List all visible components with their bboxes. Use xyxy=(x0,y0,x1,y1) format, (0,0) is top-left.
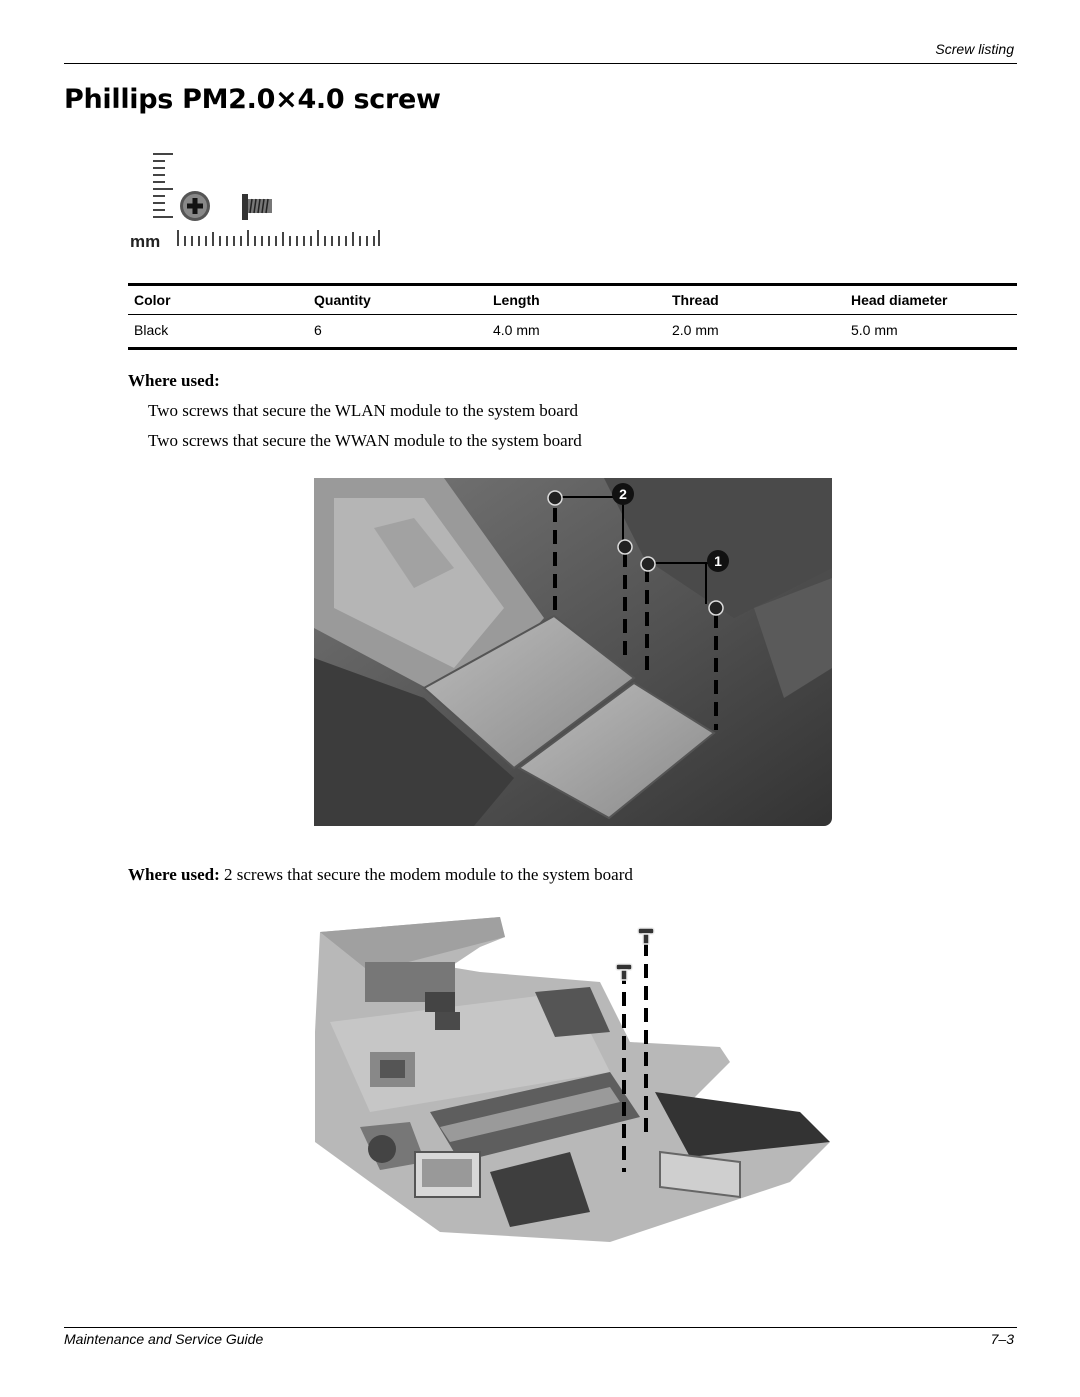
mm-unit-label: mm xyxy=(130,232,160,251)
table-cell: 2.0 mm xyxy=(672,322,719,338)
page-title: Phillips PM2.0×4.0 screw xyxy=(64,84,441,115)
footer-title: Maintenance and Service Guide xyxy=(64,1331,264,1347)
footer-rule xyxy=(64,1327,1017,1328)
where-used-item: Two screws that secure the WWAN module t… xyxy=(148,431,582,450)
where-used-label: Where used: xyxy=(128,371,220,390)
modem-where-used-label: Where used: xyxy=(128,865,220,884)
table-cell: 5.0 mm xyxy=(851,322,898,338)
modem-screws-photo xyxy=(315,917,830,1242)
table-cell: 6 xyxy=(314,322,322,338)
column-header: Thread xyxy=(666,284,845,315)
column-header: Color xyxy=(128,284,308,315)
vertical-ruler xyxy=(153,153,173,218)
where-used-item: Two screws that secure the WLAN module t… xyxy=(148,401,578,420)
modem-where-used: Where used: 2 screws that secure the mod… xyxy=(128,865,633,885)
page-number: 7–3 xyxy=(990,1331,1014,1347)
table-header-row: Color Quantity Length Thread Head diamet… xyxy=(128,284,1017,315)
column-header: Head diameter xyxy=(845,284,1017,315)
modem-where-used-text: 2 screws that secure the modem module to… xyxy=(219,865,633,884)
callout-1: 1 xyxy=(714,553,722,569)
column-header: Length xyxy=(487,284,666,315)
table-cell: Black xyxy=(134,322,169,338)
screw-spec-table: Color Quantity Length Thread Head diamet… xyxy=(128,283,1017,350)
wlan-wwan-screws-photo: 2 1 xyxy=(314,478,832,826)
column-header: Quantity xyxy=(308,284,487,315)
callout-2: 2 xyxy=(619,486,627,502)
screw-head-icon xyxy=(180,191,210,221)
horizontal-ruler xyxy=(177,230,380,246)
header-rule xyxy=(64,63,1017,64)
table-cell: 4.0 mm xyxy=(493,322,540,338)
screw-figure: mm xyxy=(130,153,380,251)
table-row: Black 6 4.0 mm 2.0 mm 5.0 mm xyxy=(128,315,1017,349)
section-name: Screw listing xyxy=(935,41,1014,57)
screw-side-icon xyxy=(242,194,272,220)
